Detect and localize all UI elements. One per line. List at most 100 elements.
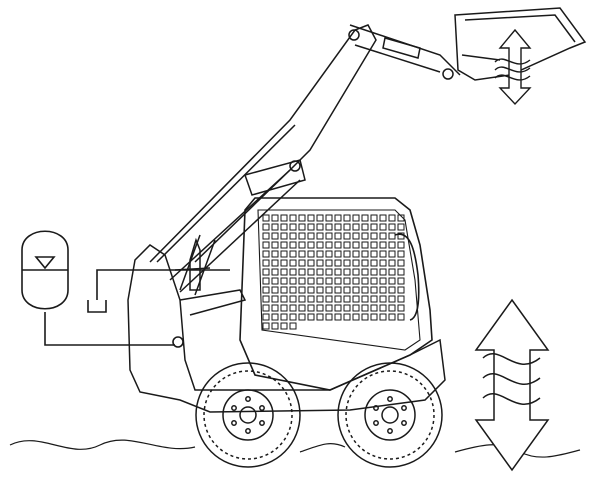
mesh-cell [308,224,314,230]
mesh-cell [281,215,287,221]
mesh-cell [362,224,368,230]
mesh-cell [335,287,341,293]
mesh-cell [272,287,278,293]
mesh-cell [389,224,395,230]
mesh-cell [335,233,341,239]
mesh-cell [299,233,305,239]
mesh-cell [380,242,386,248]
mesh-cell [389,296,395,302]
mesh-cell [290,305,296,311]
mesh-cell [272,278,278,284]
mesh-cell [263,215,269,221]
mesh-cell [353,251,359,257]
mesh-cell [281,260,287,266]
mesh-cell [290,215,296,221]
mesh-cell [326,278,332,284]
mesh-cell [362,278,368,284]
mesh-cell [326,224,332,230]
mesh-cell [389,314,395,320]
mesh-cell [389,251,395,257]
mesh-cell [281,278,287,284]
mesh-cell [263,296,269,302]
mesh-cell [290,233,296,239]
mesh-cell [398,260,404,266]
mesh-cell [263,269,269,275]
mesh-cell [308,305,314,311]
mesh-cell [281,233,287,239]
mesh-cell [281,287,287,293]
mesh-cell [335,296,341,302]
mesh-cell [353,224,359,230]
mesh-cell [362,233,368,239]
mesh-cell [290,278,296,284]
mesh-cell [335,260,341,266]
mesh-cell [326,242,332,248]
mesh-cell [344,269,350,275]
mesh-cell [326,260,332,266]
mesh-cell [290,323,296,329]
mesh-cell [317,287,323,293]
mesh-cell [281,224,287,230]
mesh-cell [308,269,314,275]
mesh-cell [317,251,323,257]
mesh-cell [353,233,359,239]
mesh-cell [389,233,395,239]
mesh-cell [272,251,278,257]
mesh-cell [281,323,287,329]
tank-symbol [88,270,230,312]
mesh-cell [380,287,386,293]
mesh-cell [317,260,323,266]
mesh-cell [398,305,404,311]
mesh-cell [380,314,386,320]
mesh-cell [371,305,377,311]
mesh-cell [389,287,395,293]
mesh-cell [317,314,323,320]
mesh-cell [389,269,395,275]
mesh-cell [281,251,287,257]
mesh-cell [308,314,314,320]
mesh-cell [299,224,305,230]
mesh-cell [371,224,377,230]
mesh-cell [362,269,368,275]
mesh-cell [362,296,368,302]
mesh-cell [398,296,404,302]
mesh-cell [299,296,305,302]
mesh-cell [290,224,296,230]
mesh-cell [308,251,314,257]
mesh-cell [335,251,341,257]
mesh-cell [362,251,368,257]
mesh-cell [380,260,386,266]
mesh-cell [380,233,386,239]
mesh-cell [335,305,341,311]
mesh-cell [326,233,332,239]
mesh-cell [353,278,359,284]
mesh-cell [272,269,278,275]
double-arrow-wave-icon [495,30,530,104]
mesh-cell [344,251,350,257]
mesh-cell [344,305,350,311]
mesh-cell [290,251,296,257]
mesh-cell [263,278,269,284]
mesh-cell [362,305,368,311]
mesh-cell [317,269,323,275]
mesh-cell [326,296,332,302]
mesh-cell [353,242,359,248]
mesh-cell [371,269,377,275]
mesh-cell [389,278,395,284]
mesh-cell [272,260,278,266]
mesh-cell [335,224,341,230]
mesh-cell [317,224,323,230]
mesh-cell [344,278,350,284]
mesh-cell [263,242,269,248]
mesh-cell [371,251,377,257]
mesh-cell [290,269,296,275]
mesh-cell [290,260,296,266]
mesh-cell [362,314,368,320]
mesh-cell [371,242,377,248]
mesh-cell [344,242,350,248]
mesh-cell [344,296,350,302]
mesh-cell [380,215,386,221]
mesh-cell [353,215,359,221]
